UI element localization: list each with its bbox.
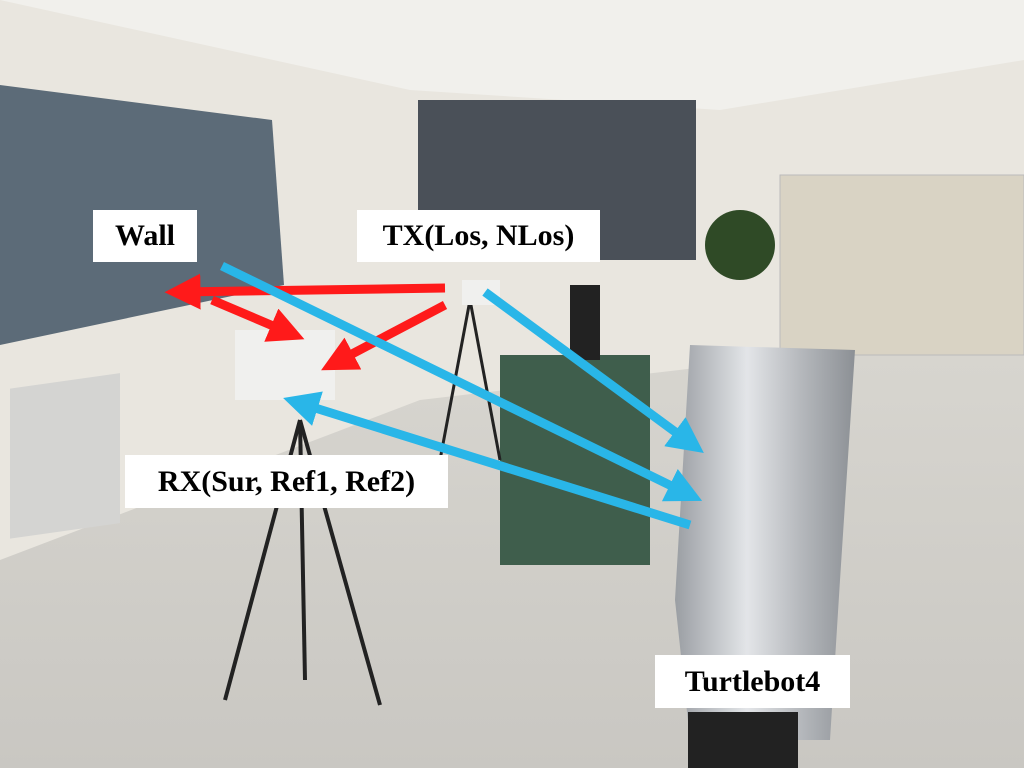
- signal-paths: [164, 261, 704, 530]
- ceiling: [0, 0, 1024, 110]
- rx-label: RX(Sur, Ref1, Ref2): [125, 455, 448, 508]
- tx-to-target-arrow: [482, 288, 704, 453]
- wall-label: Wall: [93, 210, 197, 262]
- rx-antennas: [235, 330, 335, 400]
- tx-label: TX(Los, NLos): [357, 210, 600, 262]
- trophy-cabinet: [779, 174, 1024, 356]
- target-to-rx-arrow: [283, 391, 692, 530]
- plant: [705, 210, 775, 280]
- monitor: [570, 285, 600, 360]
- wall-to-rx-arrow: [210, 295, 305, 342]
- direct-to-target-arrow: [220, 261, 703, 502]
- tx-to-rx-arrow: [321, 301, 448, 371]
- panel-board: [10, 373, 120, 539]
- turtlebot4-base: [688, 712, 798, 768]
- tx-to-wall-arrow: [164, 273, 446, 310]
- turtlebot-label: Turtlebot4: [655, 655, 850, 708]
- turtlebot4-foil: [675, 345, 855, 740]
